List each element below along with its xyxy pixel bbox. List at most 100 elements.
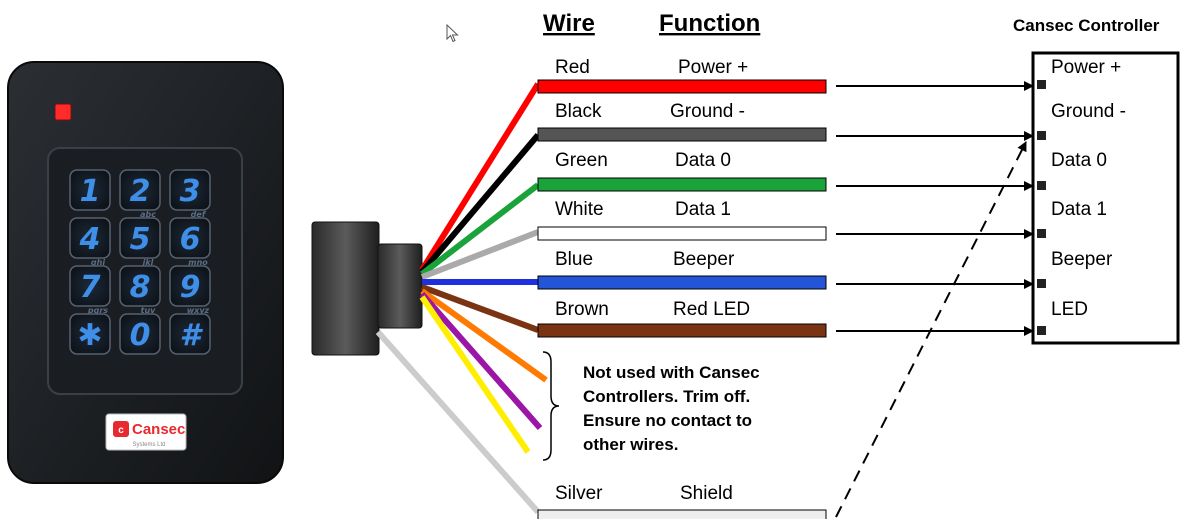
wire-name-red: Red bbox=[555, 57, 590, 78]
wire-black-strand bbox=[419, 133, 541, 274]
key-face bbox=[169, 313, 211, 355]
terminal-label-data0: Data 0 bbox=[1051, 150, 1107, 171]
status-led bbox=[54, 103, 72, 121]
brand-logo-icon bbox=[113, 421, 129, 437]
terminal-label-beeper: Beeper bbox=[1051, 249, 1113, 270]
note-line-3: Ensure no contact to bbox=[583, 411, 752, 430]
brand-subtitle: Systems Ltd bbox=[132, 442, 165, 448]
terminal-label-power: Power + bbox=[1051, 57, 1121, 78]
cable-grommet bbox=[311, 221, 423, 356]
terminal-label-led: LED bbox=[1051, 299, 1088, 320]
terminal-data1 bbox=[1037, 229, 1046, 238]
keypad-key[interactable]: # bbox=[169, 313, 211, 355]
key-digit: 8 bbox=[130, 270, 151, 305]
key-letters: def bbox=[191, 210, 207, 219]
wire-red-strand bbox=[419, 82, 541, 272]
wire-orange-strand bbox=[420, 288, 548, 383]
wire-function-blue: Beeper bbox=[673, 249, 735, 270]
wire-function-red: Power + bbox=[678, 57, 748, 78]
controller-terminals: Power + Ground - Data 0 Data 1 Beeper LE… bbox=[1037, 57, 1126, 335]
wire-purple-strand bbox=[419, 292, 543, 430]
key-digit: 9 bbox=[180, 270, 201, 305]
wire-yellow-strand bbox=[419, 295, 531, 454]
key-digit: 3 bbox=[180, 174, 201, 209]
terminal-power bbox=[1037, 80, 1046, 89]
key-face bbox=[119, 169, 161, 211]
key-face bbox=[69, 265, 111, 307]
wire-name-green: Green bbox=[555, 150, 608, 171]
note-line-1: Not used with Cansec bbox=[583, 363, 760, 382]
key-face bbox=[119, 265, 161, 307]
key-digit: 7 bbox=[80, 270, 101, 305]
wire-bar-blue bbox=[537, 275, 827, 290]
wire-column-header: Wire bbox=[543, 10, 595, 37]
key-digit: 1 bbox=[80, 174, 101, 209]
wire-bar-white bbox=[537, 226, 827, 241]
key-letters: abc bbox=[140, 210, 156, 219]
wire-function-silver: Shield bbox=[680, 483, 733, 504]
keypad-key[interactable]: 1 bbox=[69, 169, 111, 211]
wire-white-strand bbox=[420, 229, 540, 280]
unused-wires-note: Not used with Cansec Controllers. Trim o… bbox=[583, 363, 760, 454]
key-face bbox=[119, 217, 161, 259]
wire-function-black: Ground - bbox=[670, 101, 745, 122]
wire-bar-black bbox=[537, 127, 827, 142]
wire-function-brown: Red LED bbox=[673, 299, 750, 320]
key-digit: # bbox=[180, 318, 204, 353]
brand-label: c Cansec Systems Ltd bbox=[105, 413, 187, 451]
grommet-inner bbox=[377, 243, 423, 329]
key-face bbox=[169, 217, 211, 259]
connection-arrows bbox=[835, 81, 1034, 518]
key-face bbox=[69, 217, 111, 259]
key-letters: wxyz bbox=[187, 306, 210, 315]
key-face bbox=[169, 169, 211, 211]
key-face bbox=[69, 313, 111, 355]
wire-name-black: Black bbox=[555, 101, 602, 122]
svg-text:c: c bbox=[118, 425, 124, 436]
key-face bbox=[119, 313, 161, 355]
key-letters: tuv bbox=[141, 306, 157, 315]
key-digit: 0 bbox=[130, 318, 151, 353]
brand-name: Cansec bbox=[132, 421, 185, 438]
wire-name-silver: Silver bbox=[555, 483, 603, 504]
wire-green-strand bbox=[420, 182, 540, 277]
key-face bbox=[169, 265, 211, 307]
terminal-ground bbox=[1037, 131, 1046, 140]
function-column-header: Function bbox=[659, 10, 760, 37]
wire-name-brown: Brown bbox=[555, 299, 609, 320]
mouse-pointer-icon bbox=[446, 24, 459, 43]
key-digit: 6 bbox=[180, 222, 201, 257]
wire-name-white: White bbox=[555, 199, 604, 220]
wire-brown-strand bbox=[420, 284, 540, 333]
wire-bar-green bbox=[537, 177, 827, 192]
controller-title: Cansec Controller bbox=[1013, 16, 1160, 35]
controller-box bbox=[1031, 51, 1180, 345]
terminal-led bbox=[1037, 326, 1046, 335]
note-line-4: other wires. bbox=[583, 435, 678, 454]
wire-bar-brown bbox=[537, 323, 827, 338]
terminal-beeper bbox=[1037, 279, 1046, 288]
key-letters: jkl bbox=[141, 258, 154, 267]
wire-fan bbox=[375, 82, 548, 514]
unused-wires-brace bbox=[542, 351, 560, 461]
key-letters: ghi bbox=[91, 258, 105, 267]
keypad-key[interactable]: 0 bbox=[119, 313, 161, 355]
keypad-key[interactable]: ✱ bbox=[69, 313, 111, 355]
key-letters: pqrs bbox=[87, 306, 108, 315]
key-face bbox=[69, 169, 111, 211]
wire-bar-silver bbox=[537, 509, 827, 519]
wire-rows: Red Power + Black Ground - Green Data 0 … bbox=[537, 57, 827, 519]
wire-name-blue: Blue bbox=[555, 249, 593, 270]
wire-silver-strand bbox=[375, 330, 541, 514]
